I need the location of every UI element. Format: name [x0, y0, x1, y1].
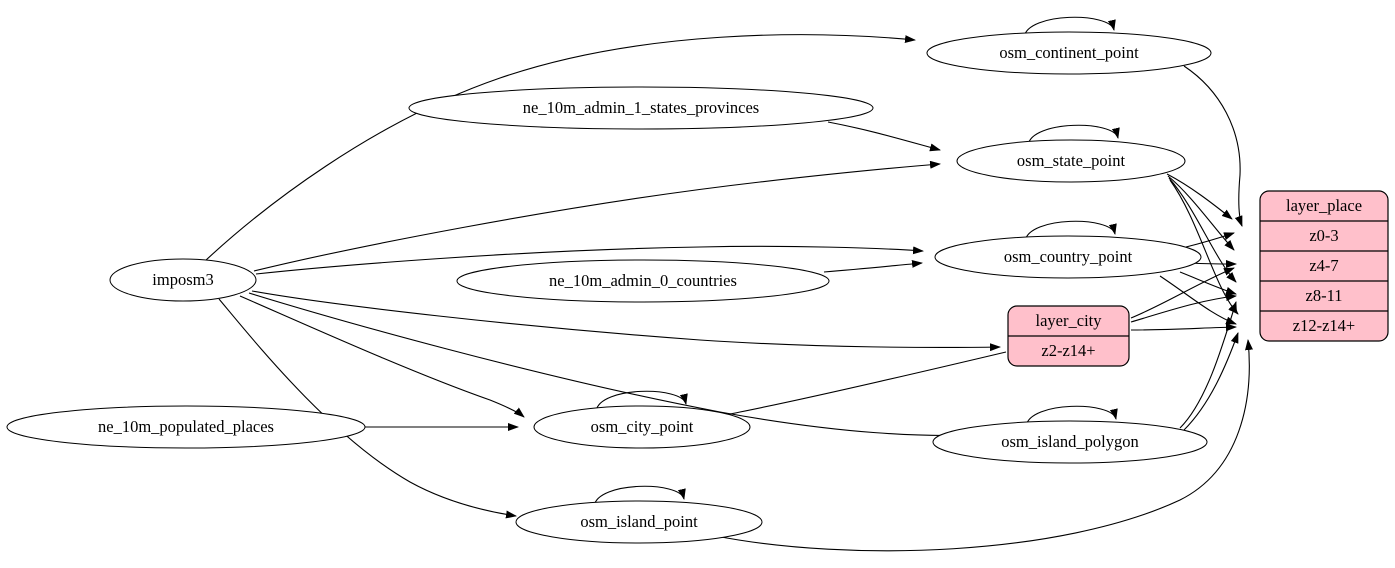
edge-imposm3-to-osm-island-point — [218, 298, 517, 519]
node-label-ne-populated: ne_10m_populated_places — [98, 417, 274, 436]
edge-osm-country-point-to-z8-11 — [1179, 271, 1237, 295]
edge-imposm3-to-osm-country-point — [255, 245, 924, 275]
edge-osm-country-point-to-z4-7 — [1189, 259, 1237, 268]
node-osm-continent-point[interactable]: osm_continent_point — [926, 31, 1212, 75]
edge-osm-country-point-to-z12-z14 — [1159, 275, 1237, 325]
edge-self-loop-osm-state-point — [1027, 124, 1120, 146]
node-ne-10m-admin-0-countries[interactable]: ne_10m_admin_0_countries — [456, 259, 830, 303]
node-imposm3[interactable]: imposm3 — [109, 258, 257, 302]
node-layer-city[interactable]: layer_city z2-z14+ — [1007, 305, 1130, 367]
node-shape-osm-island-point — [515, 500, 763, 544]
edge-osm-country-point-to-z0-3 — [1185, 232, 1235, 248]
node-label-osm-island-point: osm_island_point — [580, 512, 698, 531]
node-shape-imposm3 — [109, 258, 257, 302]
layer-city-row-z2-z14-label: z2-z14+ — [1041, 341, 1095, 360]
layer-place-row-z12-z14-label: z12-z14+ — [1293, 316, 1355, 335]
node-shape-ne-admin0 — [456, 259, 830, 303]
edge-imposm3-to-osm-continent-point — [204, 34, 916, 262]
edge-self-loop-osm-continent-point — [1023, 16, 1116, 38]
edge-layer-city-to-z8-11 — [1130, 293, 1237, 323]
layer-place-header-label: layer_place — [1286, 196, 1362, 215]
edge-ne-admin0-to-osm-country-point — [823, 259, 923, 273]
edge-imposm3-to-osm-island-polygon — [248, 292, 1001, 438]
layer-place-row-z8-11-label: z8-11 — [1306, 286, 1343, 305]
edge-imposm3-to-osm-state-point — [253, 160, 941, 272]
edge-osm-island-point-to-z12-z14 — [715, 339, 1253, 552]
layer-city-header-label: layer_city — [1036, 311, 1103, 330]
edge-self-loop-osm-island-polygon — [1025, 405, 1118, 427]
edge-osm-island-polygon-to-z8-11 — [1179, 301, 1237, 429]
node-osm-country-point[interactable]: osm_country_point — [934, 235, 1202, 279]
node-shape-ne-admin1 — [408, 86, 874, 130]
edge-self-loop-osm-island-point — [593, 485, 686, 507]
layer-place-row-z0-3-label: z0-3 — [1309, 226, 1338, 245]
node-ne-10m-populated-places[interactable]: ne_10m_populated_places — [6, 405, 366, 449]
node-shape-osm-country-point — [934, 235, 1202, 279]
node-osm-island-point[interactable]: osm_island_point — [515, 500, 763, 544]
edge-self-loop-osm-country-point — [1024, 220, 1117, 242]
edge-layer-city-to-z12-z14 — [1130, 323, 1237, 332]
edge-osm-state-point-to-z0-3 — [1166, 173, 1233, 220]
node-shape-ne-populated — [6, 405, 366, 449]
node-label-osm-country-point: osm_country_point — [1004, 247, 1133, 266]
node-shape-osm-city-point — [533, 405, 751, 449]
edge-imposm3-to-osm-city-point — [239, 295, 525, 418]
node-label-osm-continent-point: osm_continent_point — [999, 43, 1139, 62]
layer-place-row-z4-7-label: z4-7 — [1309, 256, 1338, 275]
node-osm-island-polygon[interactable]: osm_island_polygon — [932, 420, 1208, 464]
edge-self-loop-osm-city-point — [595, 390, 688, 412]
node-label-ne-admin0: ne_10m_admin_0_countries — [549, 271, 737, 290]
edge-ne-admin1-to-osm-state-point — [827, 121, 941, 152]
edge-layer — [204, 16, 1253, 552]
node-shape-osm-state-point — [956, 139, 1186, 183]
node-osm-city-point[interactable]: osm_city_point — [533, 405, 751, 449]
edge-imposm3-to-layer-city-z2 — [251, 290, 1001, 352]
edge-layer-city-to-z4-7 — [1130, 267, 1235, 319]
node-shape-layer-place — [1259, 190, 1389, 342]
node-label-ne-admin1: ne_10m_admin_1_states_provinces — [523, 98, 759, 117]
node-label-imposm3: imposm3 — [152, 270, 213, 289]
node-shape-osm-island-polygon — [932, 420, 1208, 464]
edge-osm-state-point-to-z4-7 — [1167, 175, 1235, 251]
node-label-osm-state-point: osm_state_point — [1017, 151, 1126, 170]
edge-osm-island-polygon-to-z12-z14 — [1183, 332, 1239, 431]
edge-layer-city-z2-to-osm-city-point — [705, 351, 1007, 421]
node-ne-10m-admin-1-states-provinces[interactable]: ne_10m_admin_1_states_provinces — [408, 86, 874, 130]
node-layer-place[interactable]: layer_place z0-3 z4-7 z8-11 z12-z14+ — [1259, 190, 1389, 342]
node-layer: imposm3 ne_10m_admin_1_states_provinces … — [6, 31, 1212, 544]
edge-osm-continent-point-to-z0-3 — [1183, 65, 1243, 227]
node-osm-state-point[interactable]: osm_state_point — [956, 139, 1186, 183]
node-label-osm-island-polygon: osm_island_polygon — [1001, 432, 1139, 451]
node-shape-osm-continent-point — [926, 31, 1212, 75]
node-label-osm-city-point: osm_city_point — [591, 417, 694, 436]
